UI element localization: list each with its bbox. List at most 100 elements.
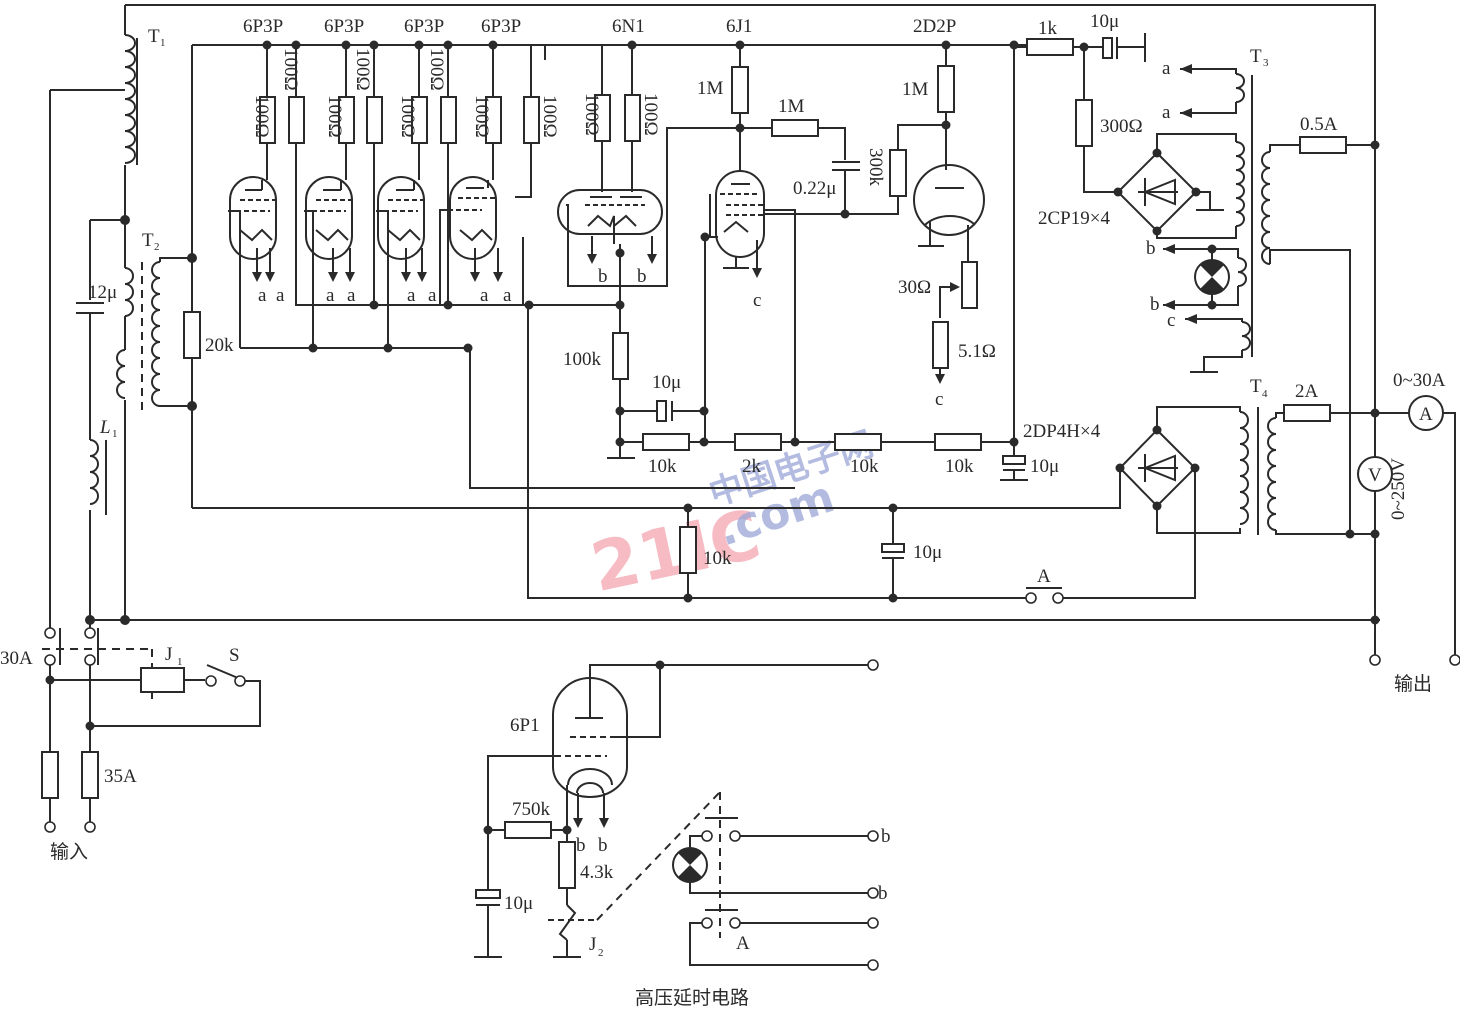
node-b: b	[598, 835, 608, 856]
bridge-high-label: 2DP4H×4	[1023, 421, 1101, 442]
r-label: 100Ω	[471, 95, 492, 138]
output-label: 输出	[1394, 673, 1432, 695]
r20k-label: 20k	[205, 335, 234, 356]
node-b: b	[881, 826, 891, 847]
c10u-label: 10μ	[504, 893, 533, 914]
switch-s-contact[interactable]	[205, 675, 217, 687]
voltmeter-symbol: V	[1368, 465, 1382, 486]
t3-section: 1k 10μ 300Ω 2CP19×4 a a	[1014, 11, 1380, 534]
main-frame-wires	[49, 4, 1380, 630]
transformer-t2: T 2	[116, 230, 192, 410]
capacitor-12u: 12μ	[76, 282, 117, 314]
r-label: 100Ω	[640, 93, 661, 136]
output-terminal[interactable]	[1449, 654, 1460, 666]
c10u-label: 10μ	[1090, 11, 1119, 32]
cathode-network: 100k 10μ 10k 2k 10k 10k 10μ	[563, 40, 1059, 481]
power-tube-2: 6P3P 100Ω 100Ω a a	[304, 16, 383, 348]
node-a: a	[503, 285, 512, 306]
r-label: 100Ω	[581, 93, 602, 136]
r-label: 100Ω	[426, 48, 447, 91]
terminal-b[interactable]	[867, 830, 879, 842]
watermark: 21IC 中国电子网 .com	[585, 424, 879, 608]
node-c: c	[935, 389, 943, 410]
delay-circuit-caption: 高压延时电路	[635, 987, 749, 1009]
r750k-label: 750k	[512, 799, 551, 820]
tube-label: 6P1	[510, 715, 540, 736]
r10k-label: 10k	[850, 456, 879, 477]
tube-label: 6P3P	[243, 16, 283, 37]
r5-1-label: 5.1Ω	[958, 341, 996, 362]
terminal[interactable]	[867, 917, 879, 929]
input-label: 输入	[50, 841, 88, 863]
input-terminal[interactable]	[84, 821, 96, 833]
c10u-label: 10μ	[913, 542, 942, 563]
r1m-label: 1M	[902, 79, 929, 100]
node-b: b	[598, 266, 608, 287]
t3-sub: 3	[1263, 57, 1269, 69]
r300k-label: 300k	[865, 148, 886, 187]
tube-label: 6P3P	[481, 16, 521, 37]
fuse-35a-label: 35A	[104, 766, 137, 787]
node-b: b	[878, 883, 888, 904]
bridge-low-label: 2CP19×4	[1038, 208, 1110, 229]
input-terminal[interactable]	[44, 821, 56, 833]
t4-section: T 4 2DP4H×4 2A	[192, 376, 1412, 655]
power-tube-buses	[240, 200, 795, 489]
r1k-label: 1k	[1038, 18, 1058, 39]
node-a: a	[347, 285, 356, 306]
switch-s-label: S	[229, 645, 240, 666]
tube-6j1: 6J1 1M 1M 0.22μ c	[697, 16, 899, 442]
ammeter-symbol: A	[1419, 404, 1433, 425]
r300-label: 300Ω	[1100, 116, 1143, 137]
relay-j2-sub: 2	[598, 947, 604, 959]
t1-label: T	[148, 26, 160, 47]
tube-label: 2D2P	[913, 16, 956, 37]
delay-circuit: 6P1 b b 750k 4.3k J 2 10μ	[474, 659, 891, 1009]
c12u-label: 12μ	[88, 282, 117, 303]
r30-label: 30Ω	[898, 277, 931, 298]
switch-s-contact[interactable]	[234, 675, 246, 687]
output-terminal[interactable]	[1369, 654, 1381, 666]
lamp-icon	[1194, 259, 1230, 295]
switch-a[interactable]: A	[1025, 566, 1064, 604]
terminal[interactable]	[867, 659, 879, 671]
tube-label: 6J1	[726, 16, 752, 37]
relay-j1-sub: 1	[177, 656, 183, 668]
r10k-label: 10k	[703, 548, 732, 569]
inductor-l1: L 1	[89, 417, 118, 515]
fuse-2a-label: 2A	[1295, 381, 1319, 402]
t2-sub: 2	[154, 241, 160, 253]
terminal-b[interactable]	[867, 887, 879, 899]
c10u-label: 10μ	[1030, 456, 1059, 477]
power-tube-rail	[192, 44, 1030, 60]
terminal[interactable]	[867, 959, 879, 971]
node-b: b	[1150, 294, 1160, 315]
node-a: a	[1162, 102, 1171, 123]
switch-a-label: A	[1037, 566, 1051, 587]
ammeter: A 0~30A	[1393, 370, 1456, 655]
resistor-20k: 20k	[183, 45, 234, 508]
node-b: b	[1146, 238, 1156, 259]
t1-sub: 1	[160, 37, 166, 49]
t2-label: T	[142, 230, 154, 251]
switch-s-lever[interactable]	[206, 664, 239, 679]
tube-label: 6N1	[612, 16, 645, 37]
node-b: b	[637, 266, 647, 287]
r-label: 100Ω	[280, 48, 301, 91]
r-label: 100Ω	[539, 95, 560, 138]
node-b: b	[576, 835, 586, 856]
breaker-label: 30A	[0, 648, 33, 669]
node-a: a	[407, 285, 416, 306]
transformer-t1: T 1	[124, 26, 166, 165]
r1m-label: 1M	[697, 78, 724, 99]
node-c: c	[753, 290, 761, 311]
l1-label: L	[99, 417, 111, 438]
tube-label: 6P3P	[324, 16, 364, 37]
voltmeter-range: 0~250V	[1388, 458, 1409, 520]
power-tube-3: 6P3P 100Ω 100Ω a a	[376, 16, 457, 348]
c022u-label: 0.22μ	[793, 178, 836, 199]
output-terminals: 输出	[1369, 654, 1460, 695]
r1m-label: 1M	[778, 96, 805, 117]
t3-label: T	[1250, 46, 1262, 67]
r10k-label: 10k	[945, 456, 974, 477]
